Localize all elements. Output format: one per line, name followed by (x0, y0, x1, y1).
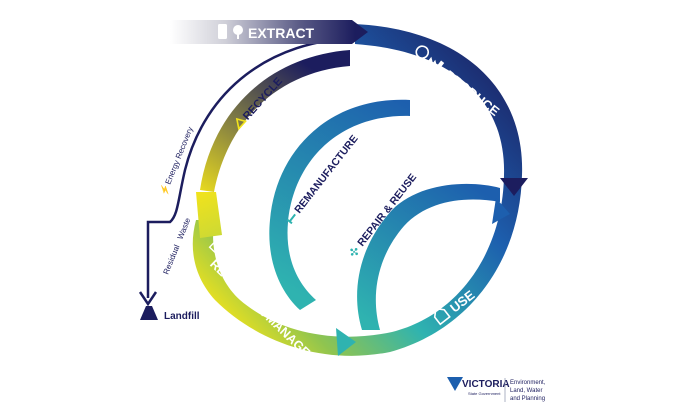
use-arrowhead (492, 198, 510, 224)
recycle-icon (235, 117, 247, 131)
landfill-arrowhead (138, 291, 158, 307)
extract-stage: EXTRACT (218, 24, 315, 41)
recycle-band (200, 50, 350, 192)
extract-label: EXTRACT (248, 25, 315, 41)
use-stage: USE (433, 287, 478, 326)
residual-waste-label: Residual Waste (162, 216, 193, 276)
bin-icon (208, 239, 224, 255)
produce-arrowhead (500, 178, 528, 196)
tree-icon (233, 25, 243, 35)
landfill-icon (140, 306, 158, 320)
victoria-logo-mark (447, 377, 463, 391)
head-gear-icon (415, 45, 430, 59)
factory-icon (426, 56, 445, 72)
residual-waste: Residual Waste (162, 216, 193, 276)
brand-name: VICTORIA (462, 379, 510, 390)
house-icon (433, 307, 451, 326)
repair-reuse-band (357, 183, 500, 330)
recover-band-start (196, 192, 222, 238)
energy-recovery: ⚡ Energy Recovery (157, 125, 195, 197)
lightning-icon: ⚡ (157, 182, 172, 197)
phone-icon (218, 24, 227, 39)
footer-logo: VICTORIA State Government Environment, L… (447, 377, 546, 402)
landfill: Landfill (140, 306, 200, 322)
department-line-1: Environment, (510, 380, 546, 386)
remanufacture-band (269, 99, 410, 310)
brand-sub: State Government (468, 391, 501, 396)
department-line-2: Land, Water (510, 388, 542, 394)
energy-recovery-line (146, 36, 359, 298)
recover-label: RECOVER & MANAGE (207, 257, 313, 360)
recover-arrowhead (336, 328, 356, 356)
wrench-icon (286, 213, 296, 225)
department-line-3: and Planning (510, 396, 545, 402)
landfill-label: Landfill (164, 311, 200, 322)
